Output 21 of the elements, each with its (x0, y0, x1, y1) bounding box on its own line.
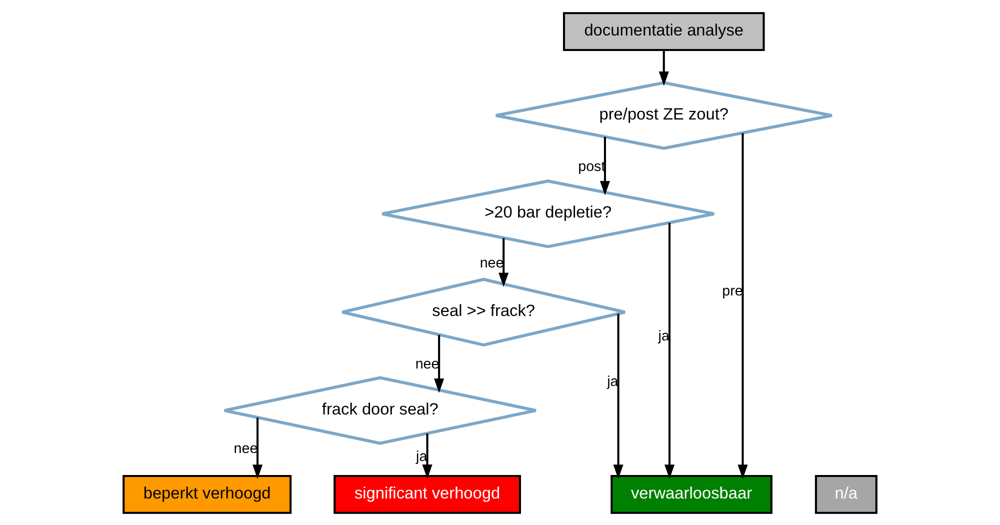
edge-label: ja (416, 448, 428, 464)
node-box: beperkt verhoogd (122, 474, 292, 514)
arrow (252, 417, 263, 478)
arrow (600, 136, 610, 195)
node-box: significant verhoogd (334, 474, 521, 514)
node-diamond: seal >> frack? (340, 277, 626, 346)
node-box: verwaarloosbaar (610, 474, 772, 514)
edge-label: ja (658, 328, 670, 344)
edge-label: ja (607, 373, 618, 390)
arrow (613, 313, 624, 479)
arrow (498, 238, 509, 287)
arrow (422, 432, 432, 478)
node-diamond: pre/post ZE zout? (494, 80, 834, 150)
arrow (658, 50, 669, 86)
edge-label: post (578, 158, 606, 174)
arrow (664, 222, 675, 479)
arrow (434, 334, 444, 392)
node-diamond: frack door seal? (222, 376, 538, 444)
node-box: documentatie analyse (562, 12, 765, 50)
arrow (738, 132, 748, 478)
node-box: n/a (814, 474, 878, 514)
